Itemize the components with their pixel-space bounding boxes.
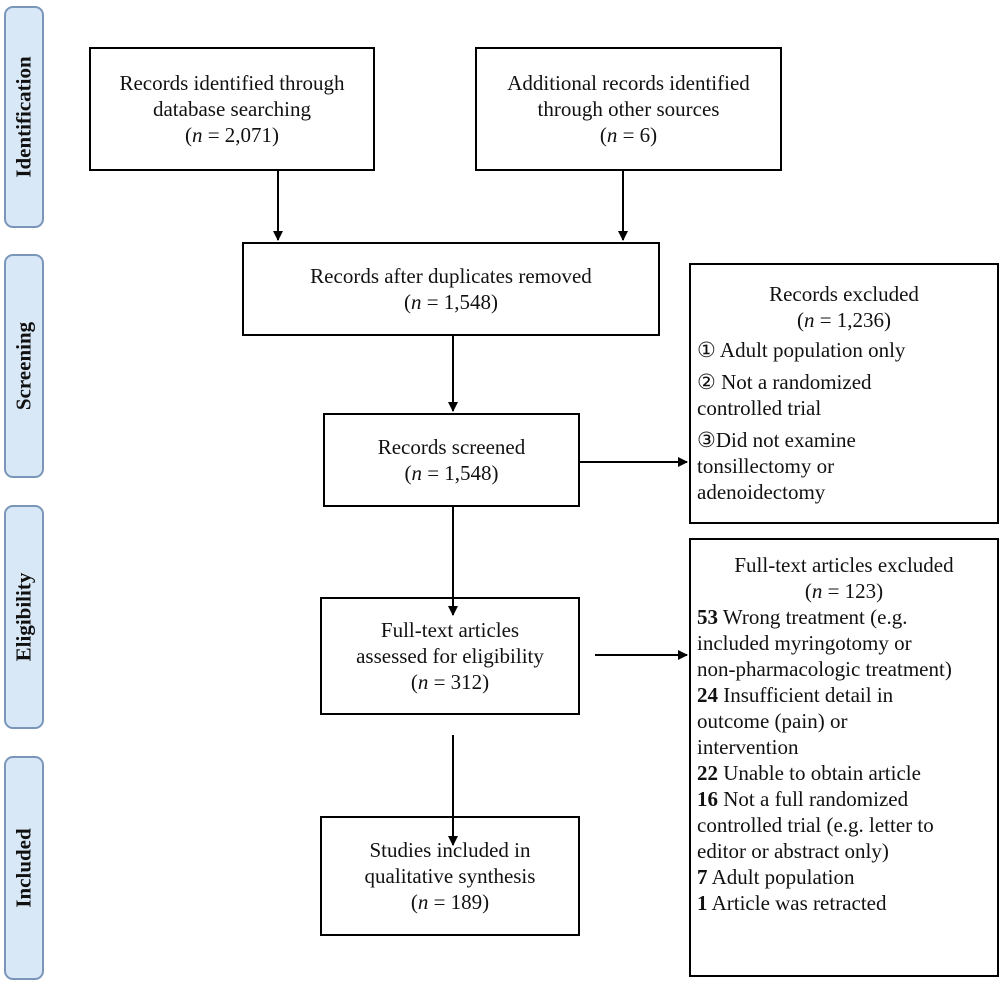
box-count: (n = 2,071) bbox=[184, 123, 280, 147]
box-text: Records after duplicates removed bbox=[310, 264, 592, 288]
box-database-records: Records identified through database sear… bbox=[89, 47, 375, 171]
phase-identification: Identification bbox=[4, 6, 44, 228]
exclusion-reason: 16 Not a full randomized bbox=[697, 787, 909, 811]
box-count: (n = 312) bbox=[410, 670, 490, 694]
phase-screening: Screening bbox=[4, 254, 44, 478]
box-text: Full-text articles bbox=[380, 618, 520, 642]
box-text: Records screened bbox=[377, 435, 526, 459]
box-text: assessed for eligibility bbox=[356, 644, 544, 668]
exclusion-reason: controlled trial bbox=[697, 396, 822, 420]
exclusion-reason: intervention bbox=[697, 735, 799, 759]
box-text: database searching bbox=[152, 97, 311, 121]
exclusion-reason: outcome (pain) or bbox=[697, 709, 848, 733]
box-count: (n = 6) bbox=[599, 123, 658, 147]
exclusion-reason: non-pharmacologic treatment) bbox=[697, 657, 952, 681]
box-text: Records identified through bbox=[119, 71, 345, 95]
exclusion-reason: 1 Article was retracted bbox=[697, 891, 887, 915]
exclusion-reason: 7 Adult population bbox=[697, 865, 855, 889]
exclusion-reason: editor or abstract only) bbox=[697, 839, 889, 863]
box-count: (n = 1,548) bbox=[404, 461, 499, 485]
box-fulltext-excluded: Full-text articles excluded (n = 123) 53… bbox=[689, 538, 999, 977]
exclusion-reason: included myringotomy or bbox=[697, 631, 912, 655]
exclusion-reason: ③Did not examine bbox=[697, 428, 856, 452]
exclusion-reason: ② Not a randomized bbox=[697, 370, 872, 394]
box-text: qualitative synthesis bbox=[364, 864, 536, 888]
exclusion-reason: adenoidectomy bbox=[697, 480, 826, 504]
excluded-title: Records excluded bbox=[769, 282, 919, 306]
exclusion-reason: 22 Unable to obtain article bbox=[697, 761, 921, 785]
phase-included: Included bbox=[4, 756, 44, 980]
box-fulltext-assessed: Full-text articles assessed for eligibil… bbox=[320, 597, 580, 715]
box-records-screened: Records screened (n = 1,548) bbox=[323, 413, 580, 507]
exclusion-reason: ① Adult population only bbox=[697, 338, 906, 362]
exclusion-reason: 24 Insufficient detail in bbox=[697, 683, 894, 707]
box-after-duplicates: Records after duplicates removed (n = 1,… bbox=[242, 242, 660, 336]
excluded-count: (n = 123) bbox=[804, 579, 884, 603]
exclusion-reason: controlled trial (e.g. letter to bbox=[697, 813, 934, 837]
phase-eligibility: Eligibility bbox=[4, 505, 44, 729]
box-count: (n = 1,548) bbox=[403, 290, 499, 314]
exclusion-reason: 53 Wrong treatment (e.g. bbox=[697, 605, 908, 629]
exclusion-reason: tonsillectomy or bbox=[697, 454, 835, 478]
box-records-excluded: Records excluded (n = 1,236) ① Adult pop… bbox=[689, 263, 999, 524]
box-count: (n = 189) bbox=[410, 890, 490, 914]
box-other-sources: Additional records identified through ot… bbox=[475, 47, 782, 171]
excluded-count: (n = 1,236) bbox=[796, 308, 892, 332]
excluded-title: Full-text articles excluded bbox=[734, 553, 954, 577]
box-text: Additional records identified bbox=[507, 71, 750, 95]
box-text: through other sources bbox=[537, 97, 720, 121]
